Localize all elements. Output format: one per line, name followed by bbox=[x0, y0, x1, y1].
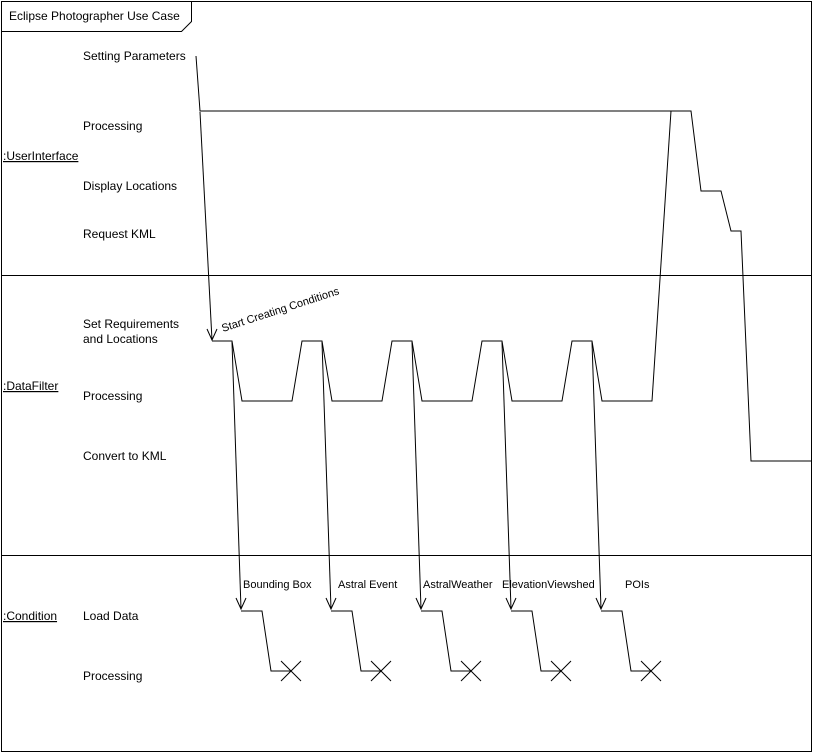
cond-bounding-box-timeline bbox=[241, 610, 291, 672]
cond-astral-weather-destroy bbox=[460, 660, 482, 682]
cond-pois-timeline bbox=[601, 610, 651, 672]
cond-elevation-viewshed-destroy bbox=[550, 660, 572, 682]
lifeline-condition: :Condition bbox=[3, 609, 57, 623]
state-cond-processing: Processing bbox=[83, 669, 142, 683]
frame-title-box bbox=[1, 1, 192, 32]
msg-elevation-viewshed-arrow bbox=[501, 341, 512, 610]
lifeline-userinterface: :UserInterface bbox=[3, 149, 79, 163]
cond-astral-event-destroy bbox=[370, 660, 392, 682]
ui-timeline bbox=[195, 55, 811, 462]
msg-pois-label: POIs bbox=[625, 579, 650, 591]
cond-astral-weather-timeline bbox=[421, 610, 471, 672]
lifeline-datafilter: :DataFilter bbox=[3, 379, 58, 393]
start-message-arrow bbox=[199, 111, 213, 341]
cond-pois-destroy bbox=[640, 660, 662, 682]
msg-bounding-box-arrowhead bbox=[235, 597, 247, 611]
df-timeline bbox=[212, 110, 672, 402]
msg-astral-weather-arrow bbox=[411, 341, 422, 610]
cond-elevation-viewshed-timeline bbox=[511, 610, 561, 672]
start-message-label: Start Creating Conditions bbox=[220, 285, 341, 335]
cond-bounding-box-destroy bbox=[280, 660, 302, 682]
state-request-kml: Request KML bbox=[83, 227, 156, 241]
state-display-locations: Display Locations bbox=[83, 179, 177, 193]
state-set-requirements-line2: and Locations bbox=[83, 332, 158, 346]
msg-astral-weather-arrowhead bbox=[415, 597, 427, 611]
cond-astral-event-timeline bbox=[331, 610, 381, 672]
msg-astral-weather-label: AstralWeather bbox=[423, 579, 493, 591]
msg-bounding-box-arrow bbox=[231, 341, 242, 610]
msg-astral-event-arrowhead bbox=[325, 597, 337, 611]
start-message-arrowhead bbox=[206, 328, 218, 342]
msg-pois-arrow bbox=[591, 341, 602, 610]
state-convert-to-kml: Convert to KML bbox=[83, 449, 167, 463]
state-ui-processing: Processing bbox=[83, 119, 142, 133]
state-setting-parameters: Setting Parameters bbox=[83, 49, 186, 63]
msg-bounding-box-label: Bounding Box bbox=[243, 579, 312, 591]
state-load-data: Load Data bbox=[83, 609, 139, 623]
msg-astral-event-label: Astral Event bbox=[338, 579, 397, 591]
frame-title: Eclipse Photographer Use Case bbox=[9, 9, 180, 23]
msg-elevation-viewshed-label: ElevationViewshed bbox=[502, 579, 595, 591]
msg-astral-event-arrow bbox=[321, 341, 332, 610]
state-df-processing: Processing bbox=[83, 389, 142, 403]
msg-pois-arrowhead bbox=[595, 597, 607, 611]
state-set-requirements-line1: Set Requirements bbox=[83, 317, 179, 331]
msg-elevation-viewshed-arrowhead bbox=[505, 597, 517, 611]
